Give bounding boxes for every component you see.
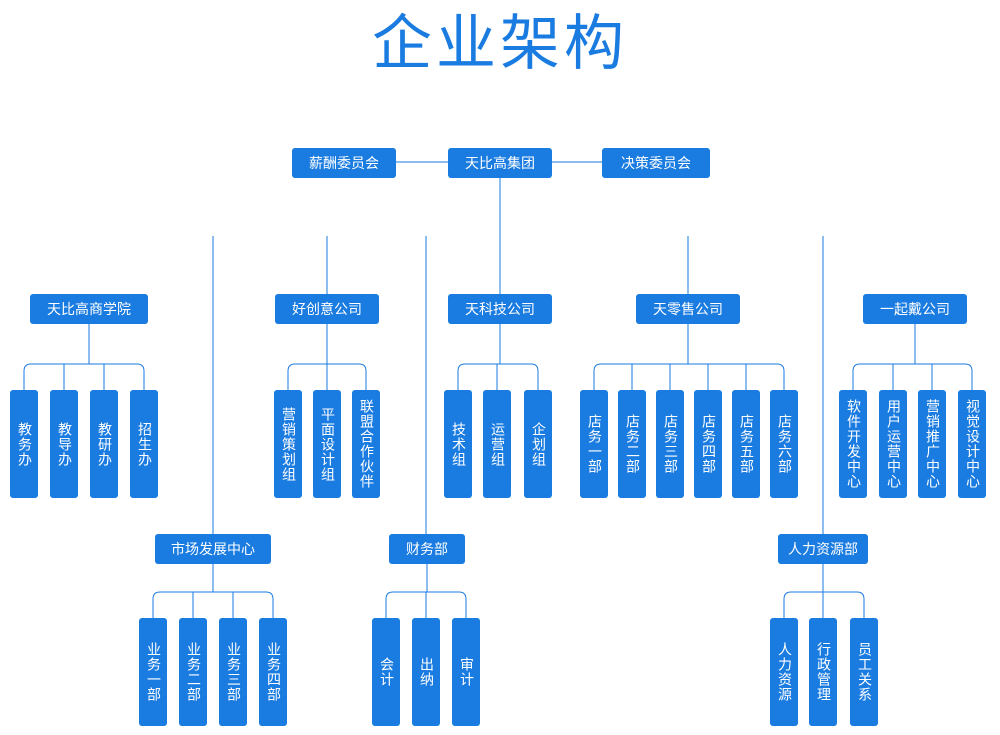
sub-unit-box[interactable]: 视觉设计中心 <box>958 390 986 498</box>
department-box[interactable]: 天比高商学院 <box>30 294 148 324</box>
sub-unit-box[interactable]: 业务三部 <box>219 618 247 726</box>
department-box[interactable]: 一起戴公司 <box>863 294 967 324</box>
sub-unit-box[interactable]: 营销推广中心 <box>918 390 946 498</box>
sub-unit-box[interactable]: 店务三部 <box>656 390 684 498</box>
center-box[interactable]: 人力资源部 <box>778 534 868 564</box>
group-hq-box[interactable]: 天比高集团 <box>448 148 552 178</box>
sub-unit-box[interactable]: 平面设计组 <box>313 390 341 498</box>
sub-unit-box[interactable]: 员工关系 <box>850 618 878 726</box>
salary-committee-box[interactable]: 薪酬委员会 <box>292 148 396 178</box>
sub-unit-box[interactable]: 行政管理 <box>809 618 837 726</box>
sub-unit-box[interactable]: 业务四部 <box>259 618 287 726</box>
sub-unit-box[interactable]: 教导办 <box>50 390 78 498</box>
sub-unit-box[interactable]: 招生办 <box>130 390 158 498</box>
dept-4-bracket <box>852 363 973 390</box>
center-0-bracket <box>152 591 274 618</box>
sub-unit-box[interactable]: 教研办 <box>90 390 118 498</box>
page-title: 企业架构 <box>372 9 628 79</box>
department-box[interactable]: 天科技公司 <box>448 294 552 324</box>
sub-unit-box[interactable]: 店务二部 <box>618 390 646 498</box>
sub-unit-box[interactable]: 业务二部 <box>179 618 207 726</box>
sub-unit-box[interactable]: 店务一部 <box>580 390 608 498</box>
sub-unit-box[interactable]: 店务五部 <box>732 390 760 498</box>
center-2-bracket <box>783 591 865 618</box>
sub-unit-box[interactable]: 运营组 <box>483 390 511 498</box>
sub-unit-box[interactable]: 会计 <box>372 618 400 726</box>
sub-unit-box[interactable]: 软件开发中心 <box>839 390 867 498</box>
sub-unit-box[interactable]: 用户运营中心 <box>879 390 907 498</box>
dept-2-bracket <box>457 363 539 390</box>
dept-0-bracket <box>23 363 145 390</box>
decision-committee-box[interactable]: 决策委员会 <box>602 148 710 178</box>
sub-unit-box[interactable]: 企划组 <box>524 390 552 498</box>
sub-unit-box[interactable]: 业务一部 <box>139 618 167 726</box>
center-box[interactable]: 市场发展中心 <box>155 534 271 564</box>
sub-unit-box[interactable]: 营销策划组 <box>274 390 302 498</box>
sub-unit-box[interactable]: 技术组 <box>444 390 472 498</box>
department-box[interactable]: 天零售公司 <box>636 294 740 324</box>
sub-unit-box[interactable]: 店务六部 <box>770 390 798 498</box>
sub-unit-box[interactable]: 联盟合作伙伴 <box>352 390 380 498</box>
sub-unit-box[interactable]: 教务办 <box>10 390 38 498</box>
dept-3-bracket <box>593 363 785 390</box>
center-box[interactable]: 财务部 <box>389 534 465 564</box>
sub-unit-box[interactable]: 人力资源 <box>770 618 798 726</box>
sub-unit-box[interactable]: 出纳 <box>412 618 440 726</box>
sub-unit-box[interactable]: 审计 <box>452 618 480 726</box>
sub-unit-box[interactable]: 店务四部 <box>694 390 722 498</box>
department-box[interactable]: 好创意公司 <box>275 294 379 324</box>
